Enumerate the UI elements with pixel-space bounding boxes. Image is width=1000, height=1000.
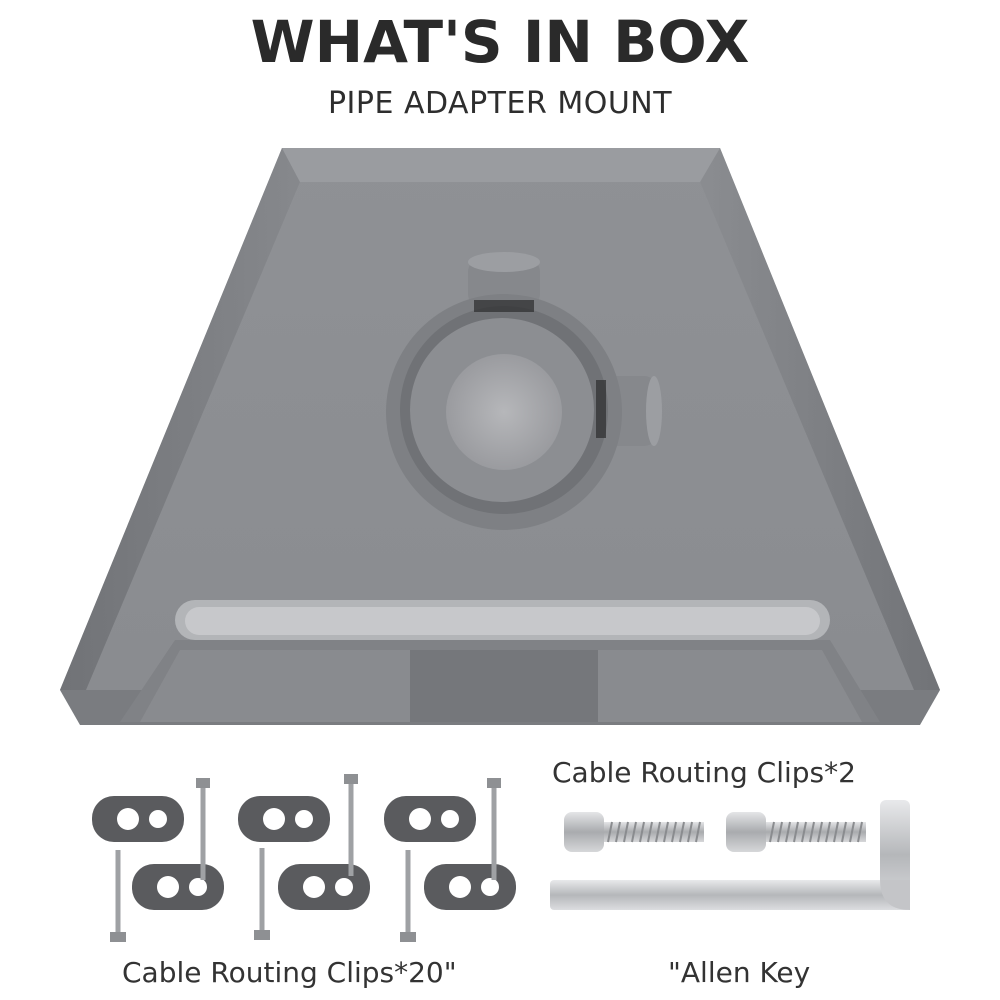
screws-label: Cable Routing Clips*2 bbox=[552, 756, 856, 789]
pipe-socket bbox=[386, 252, 662, 530]
clip-set-3 bbox=[384, 778, 516, 942]
screw-1 bbox=[564, 812, 704, 852]
cable-routing-clips-group bbox=[92, 774, 516, 942]
page-title: WHAT'S IN BOX bbox=[250, 8, 750, 76]
page-subtitle: PIPE ADAPTER MOUNT bbox=[327, 86, 673, 121]
clip-set-2 bbox=[238, 774, 370, 940]
allen-key-label: "Allen Key bbox=[668, 956, 811, 989]
allen-key bbox=[550, 800, 910, 910]
clip-set-1 bbox=[92, 778, 224, 942]
clips-label: Cable Routing Clips*20" bbox=[122, 956, 457, 989]
screw-2 bbox=[726, 812, 866, 852]
